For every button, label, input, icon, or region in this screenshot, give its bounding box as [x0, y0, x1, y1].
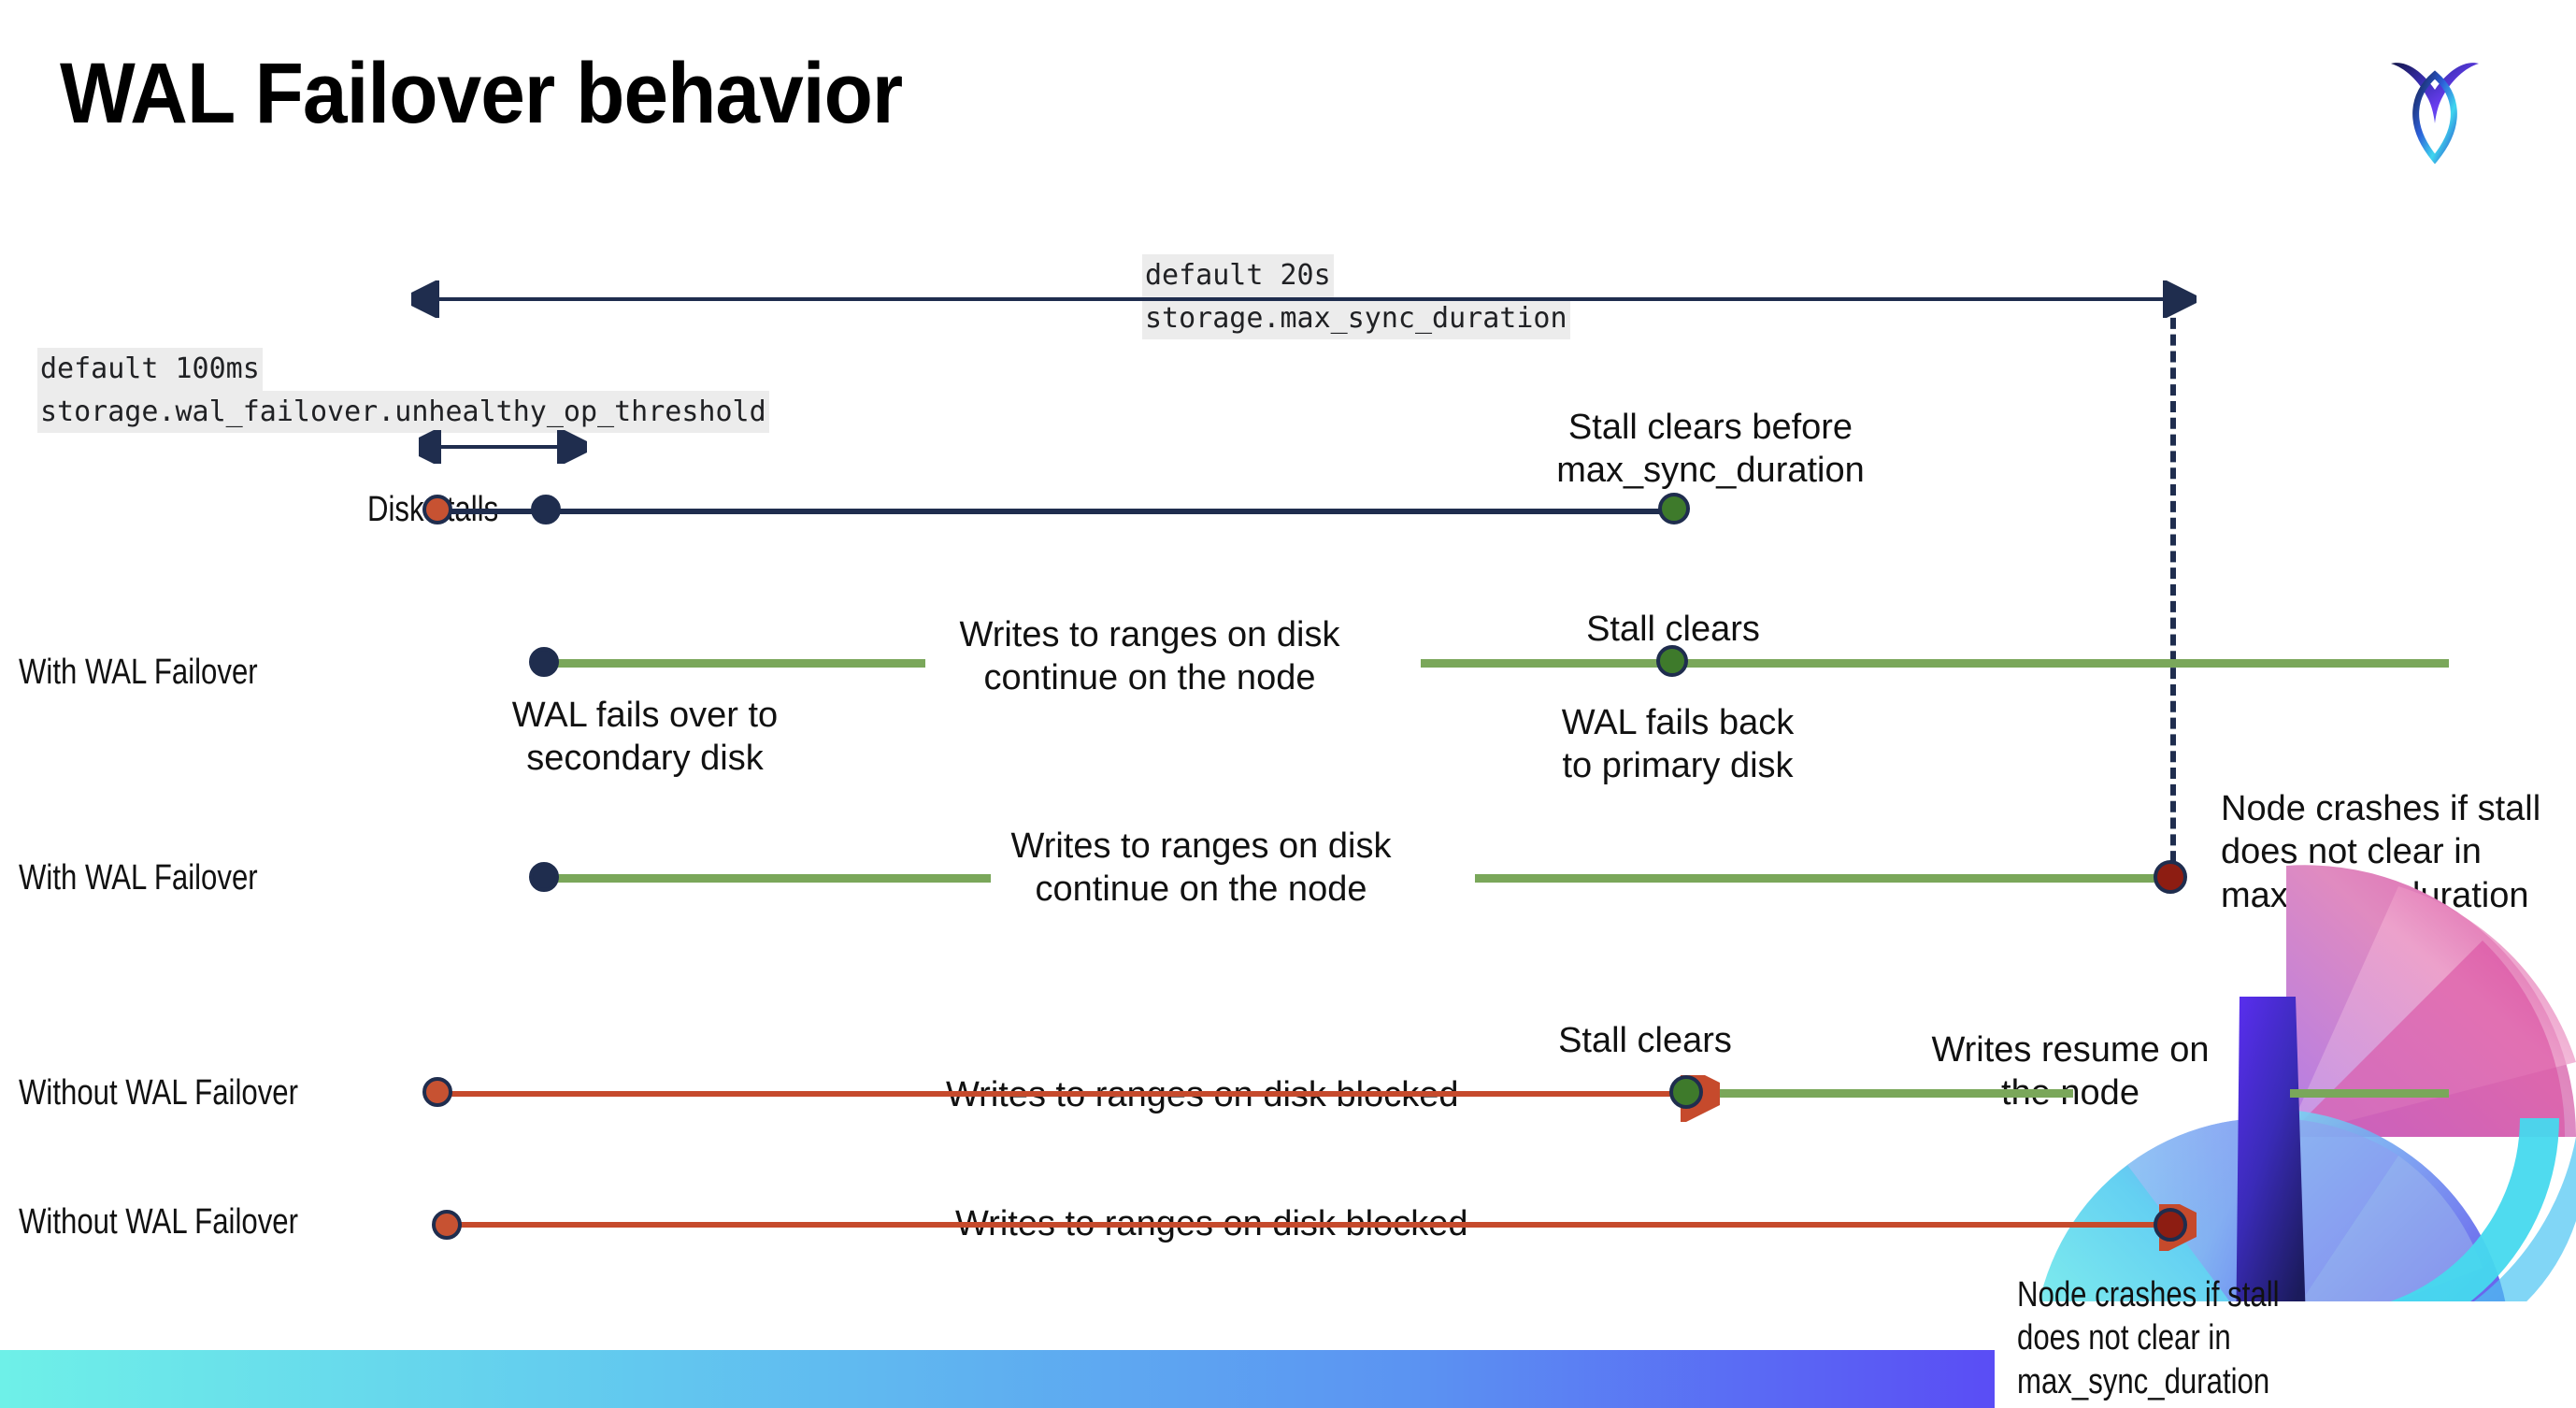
- annotation-unhealthy-op-threshold: default 100ms storage.wal_failover.unhea…: [37, 348, 769, 433]
- row-label-with-wal-failover-2: With WAL Failover: [19, 858, 258, 898]
- row4-stall-start-dot: [422, 1077, 452, 1107]
- row2-timeline-segment-left: [551, 659, 925, 668]
- note-stall-clears-1: Stall clears: [1586, 610, 1760, 649]
- row5-orange-arrow-icon: [452, 1204, 2197, 1251]
- note-stall-clears-2: Stall clears: [1558, 1021, 1732, 1060]
- row2-timeline-segment-right: [1421, 659, 2449, 668]
- row5-node-crash-dot: [2154, 1208, 2187, 1242]
- row3-timeline-segment-right: [1475, 874, 2174, 883]
- row-label-with-wal-failover-1: With WAL Failover: [19, 653, 258, 692]
- row4-orange-arrow-icon: [443, 1075, 1720, 1122]
- row2-failover-dot: [529, 647, 559, 677]
- row4-timeline-green-tail: [2290, 1089, 2449, 1098]
- row-label-without-wal-failover-1: Without WAL Failover: [19, 1073, 298, 1113]
- note-writes-continue-2: Writes to ranges on disk continue on the…: [1010, 826, 1392, 910]
- note-wal-fails-over: WAL fails over to secondary disk: [511, 696, 779, 779]
- row3-node-crash-dot: [2154, 860, 2187, 894]
- note-writes-continue-1: Writes to ranges on disk continue on the…: [959, 615, 1340, 698]
- row-label-without-wal-failover-2: Without WAL Failover: [19, 1202, 298, 1242]
- unhealthy-setting: storage.wal_failover.unhealthy_op_thresh…: [37, 390, 769, 433]
- row2-stall-clears-dot: [1656, 645, 1688, 677]
- max-sync-duration-arrow-icon: [411, 280, 2197, 318]
- row4-timeline-green-segment: [1699, 1089, 2073, 1098]
- note-node-crashes-1: Node crashes if stall does not clear in …: [2221, 789, 2541, 915]
- disk-stall-clear-dot: [1658, 493, 1690, 524]
- cockroachdb-logo-icon: [2391, 63, 2479, 165]
- disk-stall-start-dot: [422, 495, 452, 524]
- note-writes-resume: Writes resume on the node: [1931, 1030, 2210, 1113]
- row3-failover-dot: [529, 862, 559, 892]
- note-wal-fails-back: WAL fails back to primary disk: [1561, 703, 1795, 786]
- page-title: WAL Failover behavior: [60, 46, 903, 141]
- unhealthy-default: default 100ms: [37, 348, 263, 391]
- unhealthy-threshold-arrow-icon: [419, 430, 587, 464]
- disk-stall-failover-dot: [531, 495, 561, 524]
- note-node-crashes-2: Node crashes if stall does not clear in …: [2017, 1275, 2280, 1401]
- max-sync-duration-dashed-guide: [2170, 301, 2176, 879]
- disk-stalls-timeline: [447, 509, 1681, 514]
- note-stall-clears-before-max-sync: Stall clears before max_sync_duration: [1556, 408, 1865, 491]
- row3-timeline-segment-left: [551, 874, 991, 883]
- row4-stall-clears-dot: [1669, 1075, 1703, 1109]
- row5-stall-start-dot: [432, 1210, 462, 1240]
